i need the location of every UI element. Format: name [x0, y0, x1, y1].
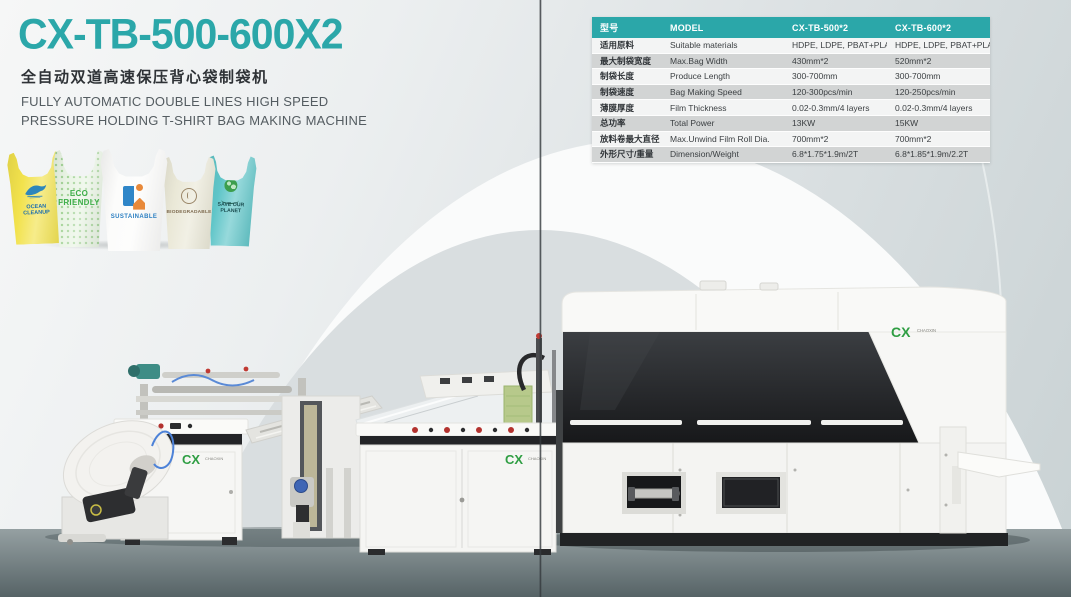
- subtitle-english-line2: PRESSURE HOLDING T-SHIRT BAG MAKING MACH…: [21, 113, 367, 128]
- cx-logo-text: CX: [182, 452, 200, 467]
- spec-cell: 制袋长度: [592, 69, 662, 85]
- spec-cell: 15KW: [887, 115, 990, 132]
- spec-cell: 6.8*1.75*1.9m/2T: [784, 147, 887, 163]
- bag-label: BIODEGRADABLE: [166, 210, 212, 216]
- dark-front-panel: [563, 332, 919, 443]
- main-machine: CX CHAOXIN: [556, 280, 1041, 546]
- cx-logo-sub: CHAOXIN: [205, 456, 223, 461]
- spec-cell: 300-700mm: [784, 69, 887, 85]
- spec-cell: 430mm*2: [784, 53, 887, 70]
- spec-cell: 适用原料: [592, 38, 662, 54]
- spec-col-header: CX-TB-500*2: [784, 17, 887, 38]
- spec-cell: Max.Unwind Film Roll Dia.: [662, 131, 784, 148]
- output-tray: [952, 451, 1041, 504]
- subtitle-english: FULLY AUTOMATIC DOUBLE LINES HIGH SPEED …: [21, 92, 367, 130]
- spec-cell: Dimension/Weight: [662, 147, 784, 163]
- spec-cell: 300-700mm: [887, 69, 990, 85]
- biodegradable-logo-icon: [181, 188, 198, 205]
- spec-cell: Film Thickness: [662, 100, 784, 116]
- spec-cell: Suitable materials: [662, 38, 784, 54]
- spec-col-header: MODEL: [662, 17, 784, 38]
- sustainable-logo-icon: [123, 183, 146, 210]
- shopping-bag: OCEAN CLEANUP: [6, 151, 65, 245]
- cx-logo-sub: CHAOXIN: [528, 456, 546, 461]
- spec-cell: Total Power: [662, 115, 784, 132]
- bag-label: ECO FRIENDLY: [58, 188, 100, 207]
- spec-cell: 520mm*2: [887, 53, 990, 70]
- spec-cell: 13KW: [784, 115, 887, 132]
- spec-col-header: CX-TB-600*2: [887, 17, 990, 38]
- globe-icon: [224, 179, 237, 192]
- output-slot-1: [622, 472, 686, 514]
- spec-cell: HDPE, LDPE, PBAT+PLA: [784, 38, 887, 54]
- spec-cell: 6.8*1.85*1.9m/2.2T: [887, 147, 990, 163]
- spec-cell: 120-250pcs/min: [887, 84, 990, 101]
- bag-label: SAVE OUR PLANET: [217, 201, 245, 215]
- cx-logo-text: CX: [891, 324, 911, 340]
- spec-cell: 0.02-0.3mm/4 layers: [784, 100, 887, 116]
- spec-cell: Bag Making Speed: [662, 84, 784, 101]
- subtitle-english-line1: FULLY AUTOMATIC DOUBLE LINES HIGH SPEED: [21, 94, 329, 109]
- page-title: CX-TB-500-600X2: [18, 10, 344, 58]
- subtitle-chinese: 全自动双道高速保压背心袋制袋机: [21, 69, 269, 86]
- spec-cell: 外形尺寸/重量: [592, 147, 662, 163]
- film-unwinder: [58, 420, 175, 545]
- spec-col-header: 型号: [592, 17, 662, 38]
- spec-cell: 0.02-0.3mm/4 layers: [887, 100, 990, 116]
- bag-label: SUSTAINABLE: [110, 214, 158, 221]
- page-divider-line: [539, 0, 542, 597]
- spec-cell: 最大制袋宽度: [592, 53, 662, 70]
- cx-logo-sub: CHAOXIN: [917, 328, 936, 333]
- shopping-bag: BIODEGRADABLE: [162, 157, 216, 249]
- cx-logo-text: CX: [505, 452, 523, 467]
- dolphin-icon: [22, 183, 49, 199]
- bag-making-machine: CX CHAOXIN: [58, 280, 1041, 555]
- spec-cell: 制袋速度: [592, 84, 662, 101]
- spec-cell: 700mm*2: [784, 131, 887, 148]
- spec-cell: Produce Length: [662, 69, 784, 85]
- bag-label: OCEAN CLEANUP: [23, 203, 50, 217]
- spec-cell: 薄膜厚度: [592, 100, 662, 116]
- output-slot-2: [716, 472, 786, 514]
- header: CX-TB-500-600X2 全自动双道高速保压背心袋制袋机 FULLY AU…: [18, 10, 367, 130]
- spec-cell: Max.Bag Width: [662, 53, 784, 70]
- spec-cell: HDPE, LDPE, PBAT+PLA: [887, 38, 990, 54]
- spec-cell: 700mm*2: [887, 131, 990, 148]
- spec-cell: 放料卷最大直径: [592, 131, 662, 148]
- spec-cell: 总功率: [592, 115, 662, 132]
- spec-cell: 120-300pcs/min: [784, 84, 887, 101]
- mid-section: [245, 395, 383, 539]
